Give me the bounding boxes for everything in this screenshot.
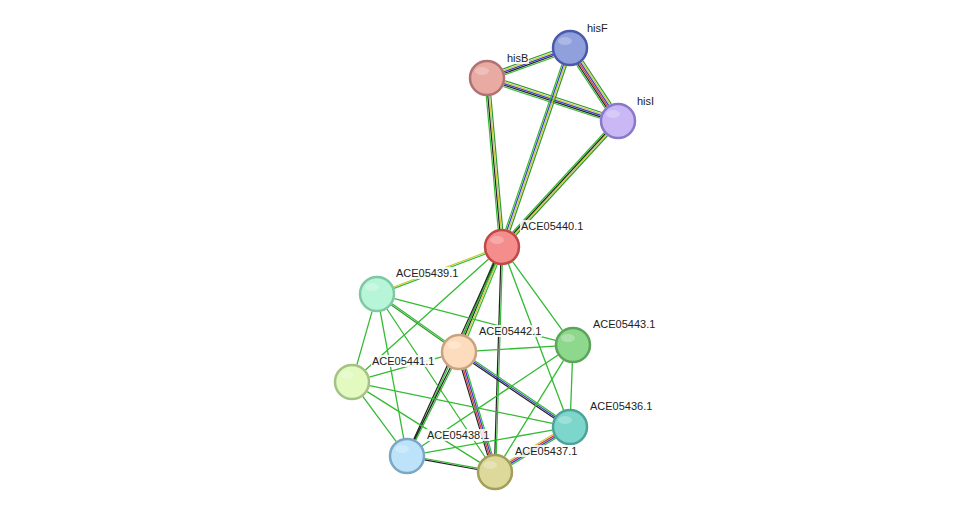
protein-node: ACE05441.1 (334, 364, 370, 400)
protein-node: hisB (469, 60, 505, 96)
protein-node: ACE05440.1 (484, 229, 520, 265)
protein-node: hisI (600, 103, 636, 139)
node-label: ACE05440.1 (520, 220, 584, 232)
node-label: hisB (506, 52, 529, 64)
node-circle (600, 103, 636, 139)
interaction-edge (380, 312, 403, 439)
interaction-edge (503, 51, 554, 74)
interaction-edge (506, 64, 567, 230)
interaction-edge (513, 133, 608, 236)
interaction-edge (394, 299, 555, 341)
node-label: ACE05438.1 (426, 429, 490, 441)
interaction-edge (486, 96, 502, 230)
node-label: hisF (586, 22, 609, 34)
protein-node: hisF (552, 30, 588, 66)
node-circle (555, 327, 591, 363)
interaction-edge (477, 346, 555, 351)
node-label: ACE05443.1 (592, 318, 656, 330)
node-circle (389, 438, 425, 474)
interaction-edge (394, 253, 486, 289)
node-label: ACE05436.1 (589, 400, 653, 412)
interaction-edge (495, 265, 502, 454)
node-circle (441, 334, 477, 370)
node-label: ACE05442.1 (478, 325, 542, 337)
interaction-edge (508, 264, 563, 410)
protein-node: ACE05439.1 (359, 276, 395, 312)
node-circle (359, 276, 395, 312)
interaction-edge (425, 458, 478, 469)
node-label: ACE05439.1 (395, 267, 459, 279)
interaction-edge (462, 369, 492, 456)
node-label: ACE05437.1 (514, 445, 578, 457)
node-circle (552, 409, 588, 445)
protein-node: ACE05436.1 (552, 409, 588, 445)
node-label: ACE05441.1 (371, 355, 435, 367)
node-circle (552, 30, 588, 66)
interaction-edge (363, 396, 397, 441)
interaction-edge (571, 363, 573, 409)
interaction-edge (414, 263, 495, 440)
protein-node: ACE05443.1 (555, 327, 591, 363)
node-circle (469, 60, 505, 96)
interaction-edge (504, 360, 563, 456)
protein-node: ACE05438.1 (389, 438, 425, 474)
interaction-edge (503, 81, 602, 118)
interaction-edge (357, 311, 372, 364)
interaction-edge (370, 386, 553, 424)
node-circle (477, 454, 513, 490)
node-label: hisI (636, 95, 655, 107)
node-circle (484, 229, 520, 265)
protein-node: ACE05437.1 (477, 454, 513, 490)
interaction-edge (577, 61, 611, 108)
node-circle (334, 364, 370, 400)
protein-node: ACE05442.1 (441, 334, 477, 370)
